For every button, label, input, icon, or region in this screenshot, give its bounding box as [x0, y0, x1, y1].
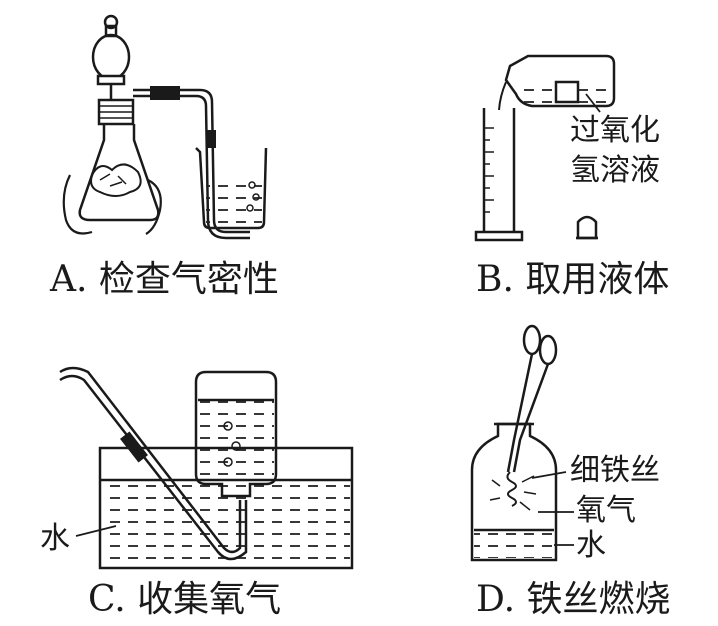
cylinder-scale — [484, 127, 494, 213]
reagent-bottle — [504, 54, 616, 108]
hand — [62, 174, 162, 235]
label-hydrogen-peroxide-line2: 氢溶液 — [570, 153, 660, 188]
bottle-stopper — [576, 215, 598, 240]
caption-b: B. 取用液体 — [476, 259, 670, 300]
label-oxygen: 氧气 — [576, 493, 636, 528]
graduated-cylinder — [482, 108, 516, 232]
gas-collecting-bottle — [194, 370, 278, 498]
panel-d-apparatus — [470, 324, 574, 562]
caption-a: A. 检查气密性 — [50, 259, 279, 300]
caption-c: C. 收集氧气 — [88, 579, 282, 620]
label-hydrogen-peroxide-line1: 过氧化 — [570, 113, 660, 148]
oxygen-bottle — [470, 422, 558, 562]
bottle-label — [554, 80, 580, 104]
iron-wire — [506, 471, 517, 507]
label-iron-wire: 细铁丝 — [570, 453, 660, 488]
beaker — [195, 147, 268, 230]
crucible-tongs — [522, 324, 542, 356]
panel-b-apparatus — [474, 54, 616, 242]
funnel-stopper — [103, 14, 119, 30]
panel-c-apparatus — [59, 366, 354, 570]
panel-a-apparatus — [62, 14, 268, 240]
separatory-funnel — [91, 33, 131, 81]
rubber-stopper — [97, 98, 135, 126]
label-water-d: 水 — [576, 528, 606, 563]
label-water-c: 水 — [40, 521, 70, 556]
conical-flask — [78, 124, 160, 222]
caption-d: D. 铁丝燃烧 — [476, 579, 671, 620]
